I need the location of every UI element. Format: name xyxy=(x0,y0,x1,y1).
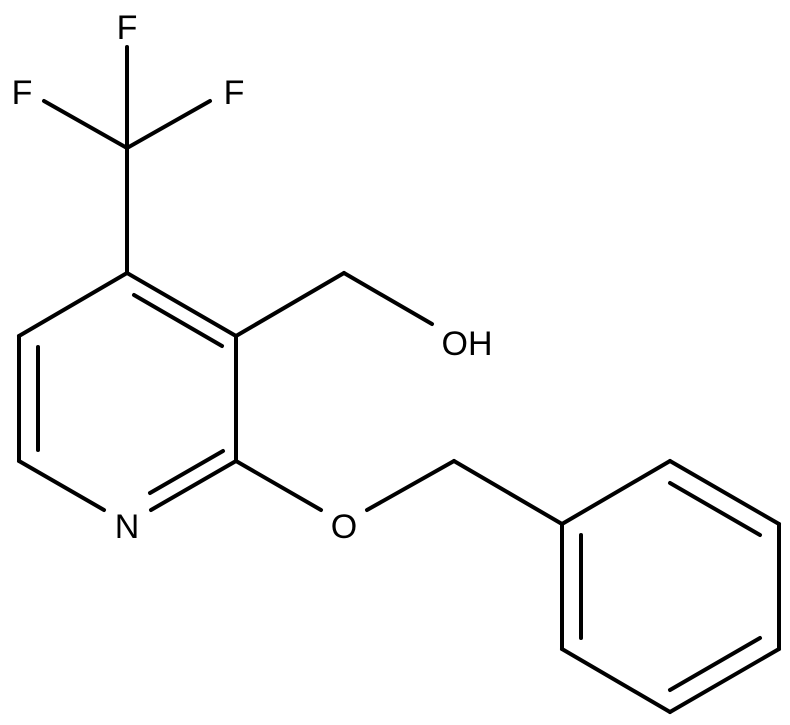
bond-c4-c3 xyxy=(125,271,238,338)
bond-c3-ch2 xyxy=(234,271,346,338)
bond-ph-2-3 xyxy=(668,459,781,526)
bond-c2-n xyxy=(149,459,238,512)
bond-n-c6 xyxy=(17,459,106,512)
bond-c-f-right xyxy=(125,99,212,150)
atom-label-f-left: F xyxy=(12,74,33,112)
bond-ph-5-6 xyxy=(560,647,672,714)
atom-label-f-top: F xyxy=(117,9,138,47)
bond-c-f-left xyxy=(42,99,129,150)
bond-c4-c3-inner xyxy=(132,293,224,348)
bond-ph-1-2 xyxy=(560,459,672,526)
bond-c2-n-inner xyxy=(148,449,225,495)
atom-label-ether-o: O xyxy=(331,508,357,546)
bond-ph-4-5 xyxy=(668,647,781,714)
atom-label-oh: OH xyxy=(442,325,493,363)
bond-c2-o xyxy=(234,459,323,512)
bond-ch2-ph xyxy=(452,459,564,526)
bond-o-ch2 xyxy=(365,459,456,512)
bond-c5-c4 xyxy=(17,271,129,338)
atom-label-f-right: F xyxy=(224,74,245,112)
bond-ph-4-5-inner xyxy=(668,636,762,692)
bond-ch2-oh xyxy=(342,271,434,326)
bond-ph-2-3-inner xyxy=(668,481,762,537)
atom-label-ring-n: N xyxy=(115,508,140,546)
